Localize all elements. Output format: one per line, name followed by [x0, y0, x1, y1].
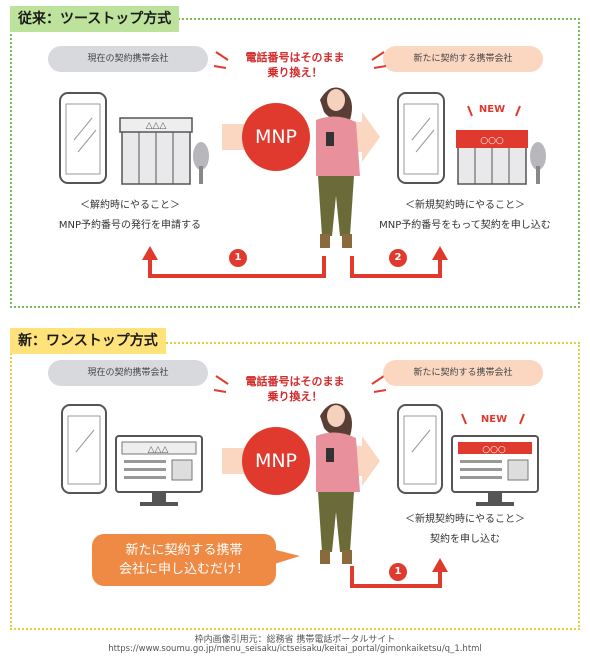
- step-1-marker: [229, 249, 247, 267]
- step-1-label-new: 1: [394, 566, 402, 577]
- new-contract-heading-2: ＜新規契約時にやること＞: [405, 514, 525, 525]
- phone-icon-new-2: [397, 404, 443, 494]
- new-badge-1: NEW: [478, 104, 506, 115]
- current-carrier-pill-2: 現在の契約携帯会社: [48, 360, 208, 386]
- callout-burst-lines-2: [213, 375, 387, 393]
- speech-line-1: 新たに契約する携帯: [125, 543, 243, 558]
- speech-bubble: 新たに契約する携帯 会社に申し込むだけ！: [92, 534, 276, 586]
- mnp-label-1: MNP: [254, 126, 298, 148]
- new-contract-body-2: 契約を申し込む: [430, 534, 500, 545]
- woman-figure-1: [316, 87, 360, 248]
- number-callout-2: 電話番号はそのまま 乗り換え！: [222, 374, 368, 404]
- current-carrier-pill: 現在の契約携帯会社: [48, 46, 208, 72]
- step-2-label: 2: [394, 252, 402, 263]
- source-credit: 枠内画像引用元：総務省 携帯電話ポータルサイト: [194, 635, 396, 645]
- step-2-marker: [389, 249, 407, 267]
- one-stop-title: 新：ワンストップ方式: [10, 328, 166, 354]
- mnp-circle-2: [242, 427, 310, 495]
- one-stop-section: [10, 342, 580, 630]
- callout-line-1: 電話番号はそのまま: [245, 51, 345, 64]
- new-carrier-pill: 新たに契約する携帯会社: [383, 46, 543, 72]
- mnp-label-2: MNP: [254, 450, 298, 472]
- two-stop-section: [10, 18, 580, 308]
- svg-text:○○○: ○○○: [480, 136, 504, 146]
- mnp-circle-1: [242, 103, 310, 171]
- cancel-todo-body: MNP予約番号の発行を申請する: [58, 220, 202, 231]
- phone-icon-2: [61, 404, 107, 494]
- two-stop-title: 従来：ツーストップ方式: [10, 6, 180, 32]
- callout-line-2: 乗り換え！: [267, 66, 323, 79]
- number-callout: 電話番号はそのまま 乗り換え！: [222, 50, 368, 80]
- svg-text:○○○: ○○○: [482, 445, 506, 455]
- callout-burst-lines-1: [213, 51, 387, 69]
- woman-figure-2: [316, 403, 360, 564]
- new-contract-body: MNP予約番号をもって契約を申し込む: [379, 220, 551, 231]
- new-carrier-pill-2: 新たに契約する携帯会社: [383, 360, 543, 386]
- phone-icon: [59, 92, 107, 184]
- svg-text:△△△: △△△: [148, 445, 169, 455]
- phone-icon-new: [397, 92, 445, 184]
- new-monitor-icon: ○○○: [451, 413, 539, 506]
- cancel-todo-heading: ＜解約時にやること＞: [80, 200, 180, 211]
- new-badge-2: NEW: [480, 414, 508, 425]
- callout-line-2-2: 乗り換え！: [267, 390, 323, 403]
- monitor-icon: △△△: [115, 435, 203, 506]
- store-icon: △△△: [119, 117, 209, 185]
- new-store-icon: ○○○: [456, 105, 546, 185]
- step-1-marker-new: [389, 563, 407, 581]
- new-contract-heading: ＜新規契約時にやること＞: [405, 200, 525, 211]
- callout-line-1-2: 電話番号はそのまま: [245, 375, 345, 388]
- step-1-label: 1: [234, 252, 242, 263]
- speech-line-2: 会社に申し込むだけ！: [118, 562, 249, 577]
- svg-text:△△△: △△△: [146, 121, 167, 131]
- source-url: https://www.soumu.go.jp/menu_seisaku/ict…: [108, 644, 482, 654]
